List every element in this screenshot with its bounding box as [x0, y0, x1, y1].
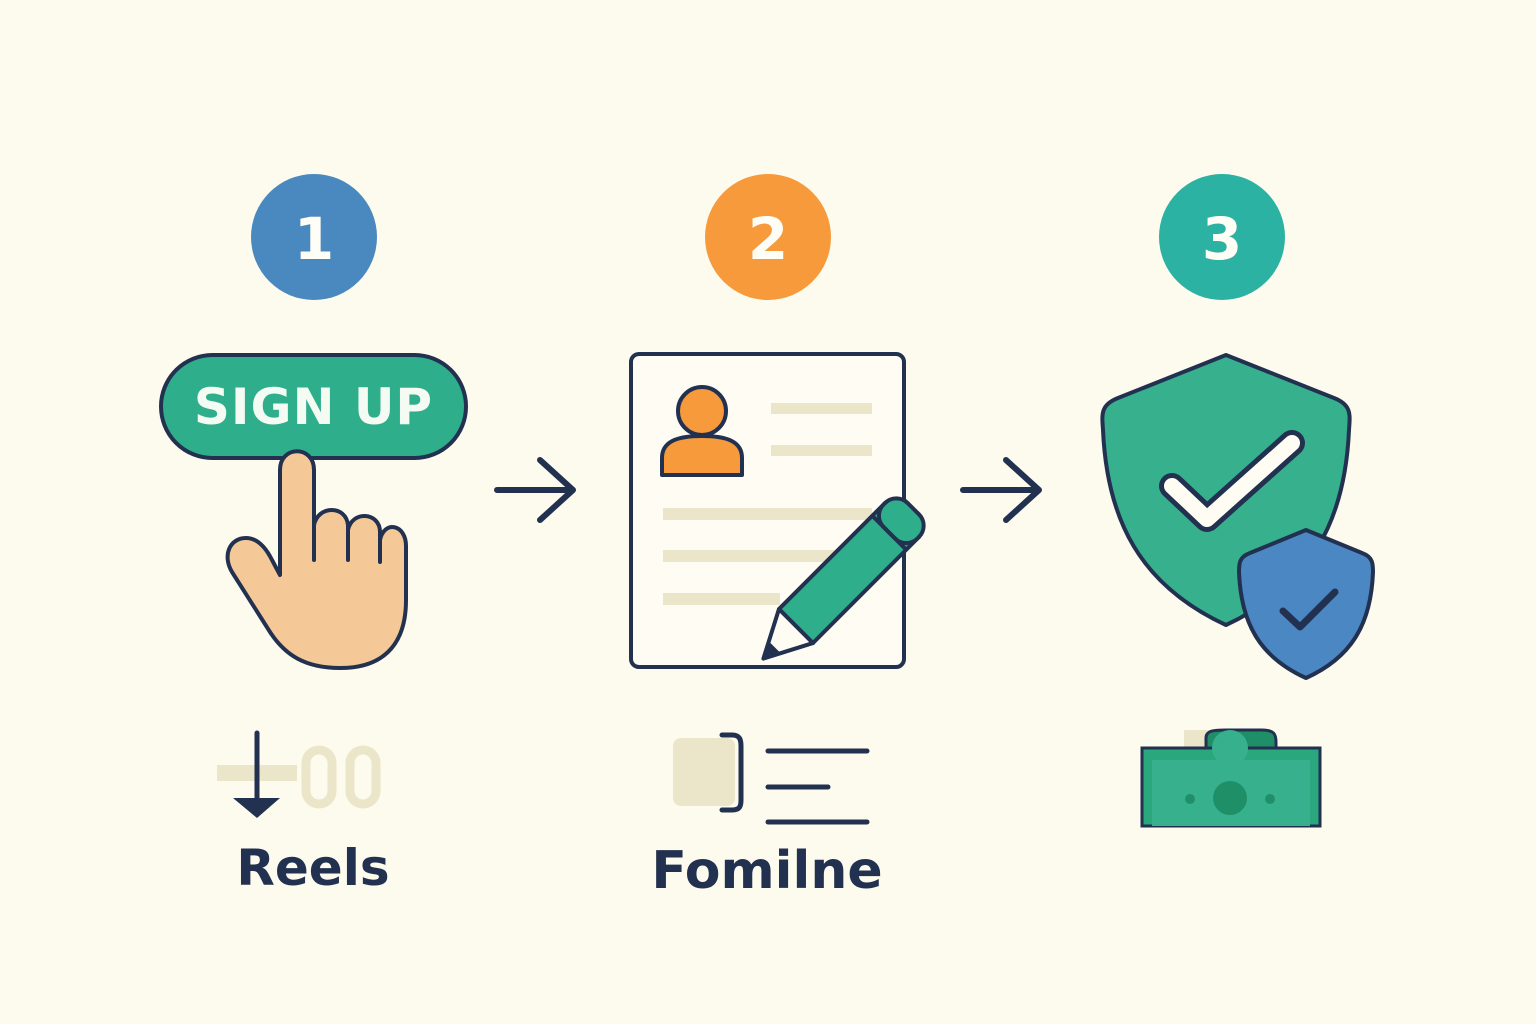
document-lines-icon — [673, 732, 870, 825]
step-3-number: 3 — [1201, 205, 1243, 273]
arrow-right-icon — [960, 457, 1042, 523]
step-1-caption: Reels — [236, 839, 390, 897]
step-3-badge: 3 — [1159, 174, 1285, 300]
step-2-caption: Fomilne — [651, 841, 883, 901]
step-2-badge: 2 — [705, 174, 831, 300]
step-2-number: 2 — [747, 205, 789, 273]
money-icon — [1140, 728, 1322, 828]
pencil-icon — [761, 496, 926, 661]
signup-button-label: SIGN UP — [193, 378, 434, 436]
step-1-badge: 1 — [251, 174, 377, 300]
signup-button — [159, 353, 468, 460]
profile-form-icon — [629, 352, 906, 669]
small-shield-check-icon — [1237, 528, 1375, 680]
download-arrow-icon — [217, 730, 381, 818]
hand-pointer-icon — [225, 449, 408, 670]
step-1-number: 1 — [293, 205, 335, 273]
arrow-right-icon — [494, 457, 576, 523]
